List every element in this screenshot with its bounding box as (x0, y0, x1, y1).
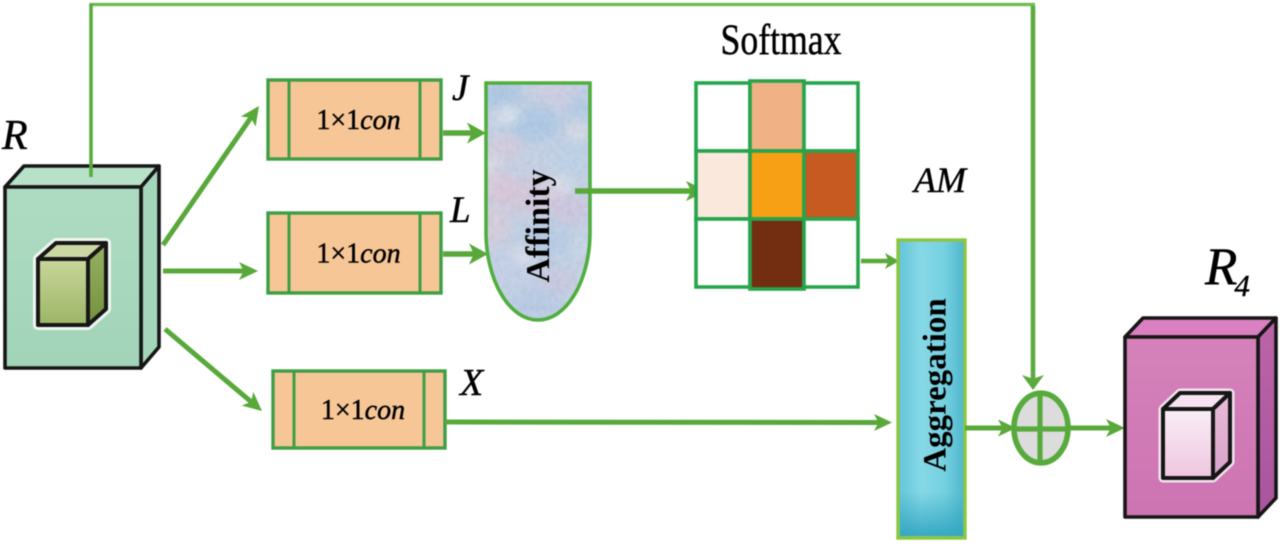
svg-text:1×1con: 1×1con (316, 105, 400, 136)
svg-text:X: X (458, 362, 485, 404)
svg-text:AM: AM (912, 160, 968, 200)
svg-text:L: L (449, 190, 471, 231)
svg-text:R: R (1, 113, 28, 159)
svg-text:Affinity: Affinity (520, 169, 557, 282)
svg-text:J: J (452, 68, 470, 109)
svg-text:Softmax: Softmax (721, 17, 842, 64)
svg-text:Aggregation: Aggregation (918, 298, 954, 472)
svg-text:1×1con: 1×1con (316, 239, 400, 270)
svg-text:R4: R4 (1204, 238, 1250, 303)
svg-text:1×1con: 1×1con (321, 395, 405, 426)
